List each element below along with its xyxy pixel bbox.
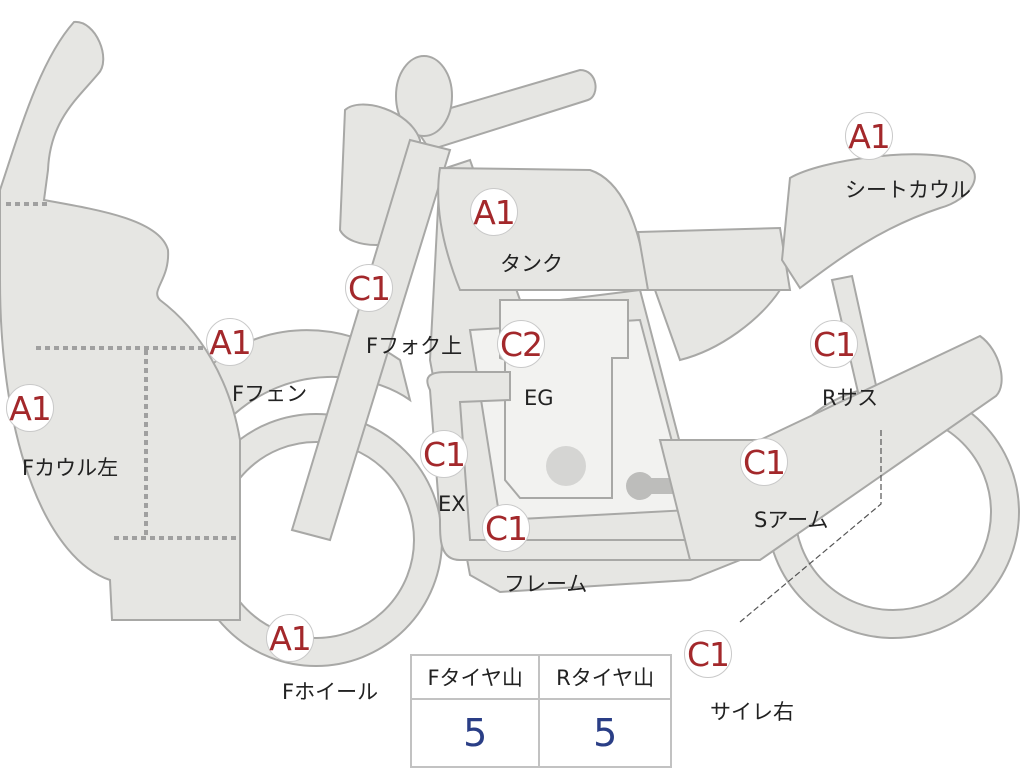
grade-badge-silencer-right: C1 bbox=[684, 630, 732, 678]
label-frame: フレーム bbox=[504, 572, 588, 596]
grade-badge-engine: C2 bbox=[497, 320, 545, 368]
label-tank: タンク bbox=[500, 252, 563, 276]
grade-badge-f-cowl-left: A1 bbox=[6, 384, 54, 432]
grade-badge-f-fender: A1 bbox=[206, 318, 254, 366]
label-exhaust: EX bbox=[438, 492, 466, 516]
grade-badge-rear-suspension: C1 bbox=[810, 320, 858, 368]
label-rear-suspension: Rサス bbox=[822, 386, 879, 410]
handlebar-shape bbox=[408, 68, 597, 152]
silencer-leader-line bbox=[739, 430, 882, 623]
grade-badge-frame: C1 bbox=[482, 504, 530, 552]
label-f-cowl-left: Fカウル左 bbox=[22, 456, 119, 480]
front-tire-header: Fタイヤ山 bbox=[409, 654, 541, 700]
rear-tire-header: Rタイヤ山 bbox=[538, 654, 672, 700]
grade-badge-exhaust: C1 bbox=[420, 430, 468, 478]
grade-badge-f-fork-upper: C1 bbox=[345, 264, 393, 312]
label-seat-cowl: シートカウル bbox=[845, 178, 971, 202]
swing-arm-shape bbox=[658, 334, 1003, 561]
seat-shape bbox=[636, 226, 792, 291]
front-fork-shape bbox=[290, 138, 452, 542]
label-swing-arm: Sアーム bbox=[754, 508, 829, 532]
grade-badge-seat-cowl: A1 bbox=[845, 112, 893, 160]
tire-tread-table: Fタイヤ山 Rタイヤ山 5 5 bbox=[409, 654, 672, 768]
grade-badge-swing-arm: C1 bbox=[740, 438, 788, 486]
front-cowl-shape bbox=[0, 20, 241, 621]
label-engine: EG bbox=[524, 386, 554, 410]
label-f-wheel: Fホイール bbox=[282, 680, 379, 704]
grade-badge-tank: A1 bbox=[470, 188, 518, 236]
label-silencer-right: サイレ右 bbox=[710, 700, 794, 724]
grade-badge-f-wheel: A1 bbox=[266, 614, 314, 662]
label-f-fork-upper: Fフォク上 bbox=[366, 334, 463, 358]
front-tire-value: 5 bbox=[409, 698, 541, 768]
rear-tire-value: 5 bbox=[538, 698, 672, 768]
label-f-fender: Fフェン bbox=[232, 382, 308, 406]
